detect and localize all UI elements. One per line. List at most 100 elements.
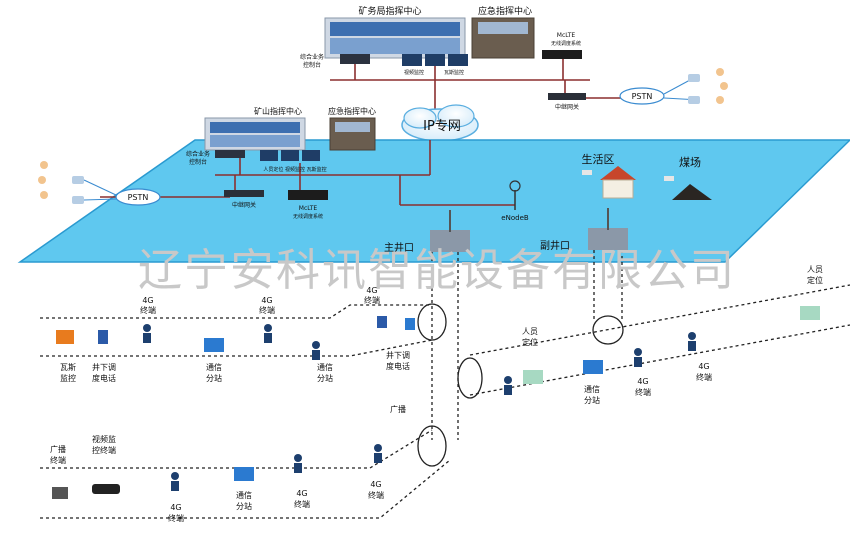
- top-pstn-label: PSTN: [632, 92, 653, 101]
- g4-label: 终端: [635, 387, 651, 397]
- worker-icon: [264, 324, 272, 332]
- phone-icon: [377, 316, 387, 328]
- platform-console-device: [215, 150, 245, 158]
- g4-label: 终端: [294, 499, 310, 509]
- workers: [143, 324, 696, 491]
- shaft-phone-label: 井下调: [386, 350, 410, 360]
- top-backbone: [330, 59, 640, 110]
- company-watermark: 辽宁安科讯智能设备有限公司: [138, 245, 736, 296]
- user-icon: [716, 96, 724, 104]
- top-relay-gateway: 中继网关: [548, 93, 586, 111]
- positioning-label: 定位: [522, 337, 538, 347]
- top-console: 综合业务 控制台: [300, 53, 370, 69]
- platform-mclte-label-2: 无线调度系统: [293, 213, 323, 220]
- platform-relay-gateway: 中继网关: [224, 190, 264, 209]
- platform-pstn-link: [83, 179, 117, 196]
- living-area: 生活区: [582, 152, 636, 199]
- substation-icon: [234, 467, 254, 481]
- broadcast-terminal-label: 终端: [50, 455, 66, 465]
- top-pstn: PSTN: [619, 79, 701, 105]
- substation-label: 通信: [317, 362, 333, 372]
- g4-label: 终端: [696, 372, 712, 382]
- worker-body: [312, 350, 320, 360]
- substation-label: 分站: [206, 373, 222, 383]
- g4-label: 终端: [259, 305, 275, 315]
- substation-label: 通信: [584, 384, 600, 394]
- top-monitors: 视频监控 瓦斯监控: [402, 54, 468, 76]
- worker-body: [294, 463, 302, 473]
- broadcast-terminal-label: 广播: [50, 444, 66, 454]
- substation-icon: [583, 360, 603, 374]
- platform-gateway-device: [224, 190, 264, 197]
- platform-console-label-2: 控制台: [189, 158, 207, 166]
- top-users: [688, 68, 728, 104]
- tunnels: [40, 250, 850, 519]
- platform-monitor-note: 人员定位 视频监控 瓦斯监控: [263, 166, 326, 173]
- worker-icon: [504, 376, 512, 384]
- coal-yard: 煤场: [664, 155, 712, 200]
- g4-label: 终端: [168, 513, 184, 523]
- user-icon: [40, 191, 48, 199]
- cloud-label: IP专网: [423, 119, 461, 134]
- camera-icon: [664, 176, 674, 181]
- platform-emergency-center: 应急指挥中心: [328, 106, 376, 151]
- g4-label: 终端: [364, 295, 380, 305]
- g4-label: 终端: [368, 490, 384, 500]
- personnel-positioning-icon: [523, 370, 543, 384]
- platform-pstn-link: [83, 198, 117, 201]
- phone-icon: [72, 176, 84, 184]
- ip-network-cloud: IP专网: [401, 104, 479, 142]
- phone-icon: [72, 196, 84, 204]
- top-emergency-label: 应急指挥中心: [478, 5, 532, 17]
- substation-label: 通信: [236, 490, 252, 500]
- phone-icon: [98, 330, 108, 344]
- coal-pile-icon: [672, 184, 712, 200]
- worker-icon: [688, 332, 696, 340]
- personnel-positioning-icon: [800, 306, 820, 320]
- worker-body: [688, 341, 696, 351]
- worker-body: [374, 453, 382, 463]
- monitor-icon: [281, 150, 299, 161]
- substation-icon: [204, 338, 224, 352]
- worker-icon: [634, 348, 642, 356]
- main-shaft: 主井口: [384, 210, 470, 254]
- worker-body: [143, 333, 151, 343]
- mine-command-center: 矿山指挥中心: [204, 106, 306, 151]
- surface-platform: [17, 139, 850, 263]
- platform-mclte: McLTE 无线调度系统: [288, 190, 328, 220]
- main-shaft-label: 主井口: [384, 241, 414, 254]
- top-gas-label: 瓦斯监控: [444, 69, 464, 76]
- top-console-label-1: 综合业务: [300, 53, 324, 61]
- mine-center-label: 矿山指挥中心: [254, 106, 302, 116]
- cloud-puff: [437, 104, 475, 128]
- user-icon: [38, 176, 46, 184]
- platform-gateway-label: 中继网关: [232, 201, 256, 209]
- top-emergency-screen: [478, 22, 528, 34]
- monitor-icon: [302, 150, 320, 161]
- platform-emergency-label: 应急指挥中心: [328, 106, 376, 116]
- monitor-icon: [425, 54, 445, 66]
- phone-icon: [688, 96, 700, 104]
- bureau-screens: [330, 22, 460, 36]
- user-icon: [40, 161, 48, 169]
- platform-mclte-device: [288, 190, 328, 200]
- top-mclte-device: [542, 50, 582, 59]
- g4-label: 4G: [698, 362, 709, 371]
- top-pstn-cloud: [619, 87, 665, 105]
- aux-shaft: 副井口: [540, 208, 628, 252]
- worker-icon: [294, 454, 302, 462]
- platform-users: [38, 161, 84, 204]
- platform-monitors: 人员定位 视频监控 瓦斯监控: [260, 150, 327, 173]
- coal-yard-label: 煤场: [679, 155, 701, 169]
- enodeb-label: eNodeB: [501, 214, 529, 222]
- speaker-icon: [52, 487, 68, 499]
- worker-icon: [374, 444, 382, 452]
- underground-labels: 4G 终端 4G 终端 4G 终端 瓦斯 监控 井下调 度电话 通信 分站 通信…: [50, 265, 823, 523]
- bureau-desks: [330, 38, 460, 54]
- substation-label: 分站: [317, 373, 333, 383]
- dispatch-phone-label: 度电话: [92, 373, 116, 383]
- video-terminal-label: 控终端: [92, 445, 116, 455]
- monitor-icon: [260, 150, 278, 161]
- camera-icon: [582, 170, 592, 175]
